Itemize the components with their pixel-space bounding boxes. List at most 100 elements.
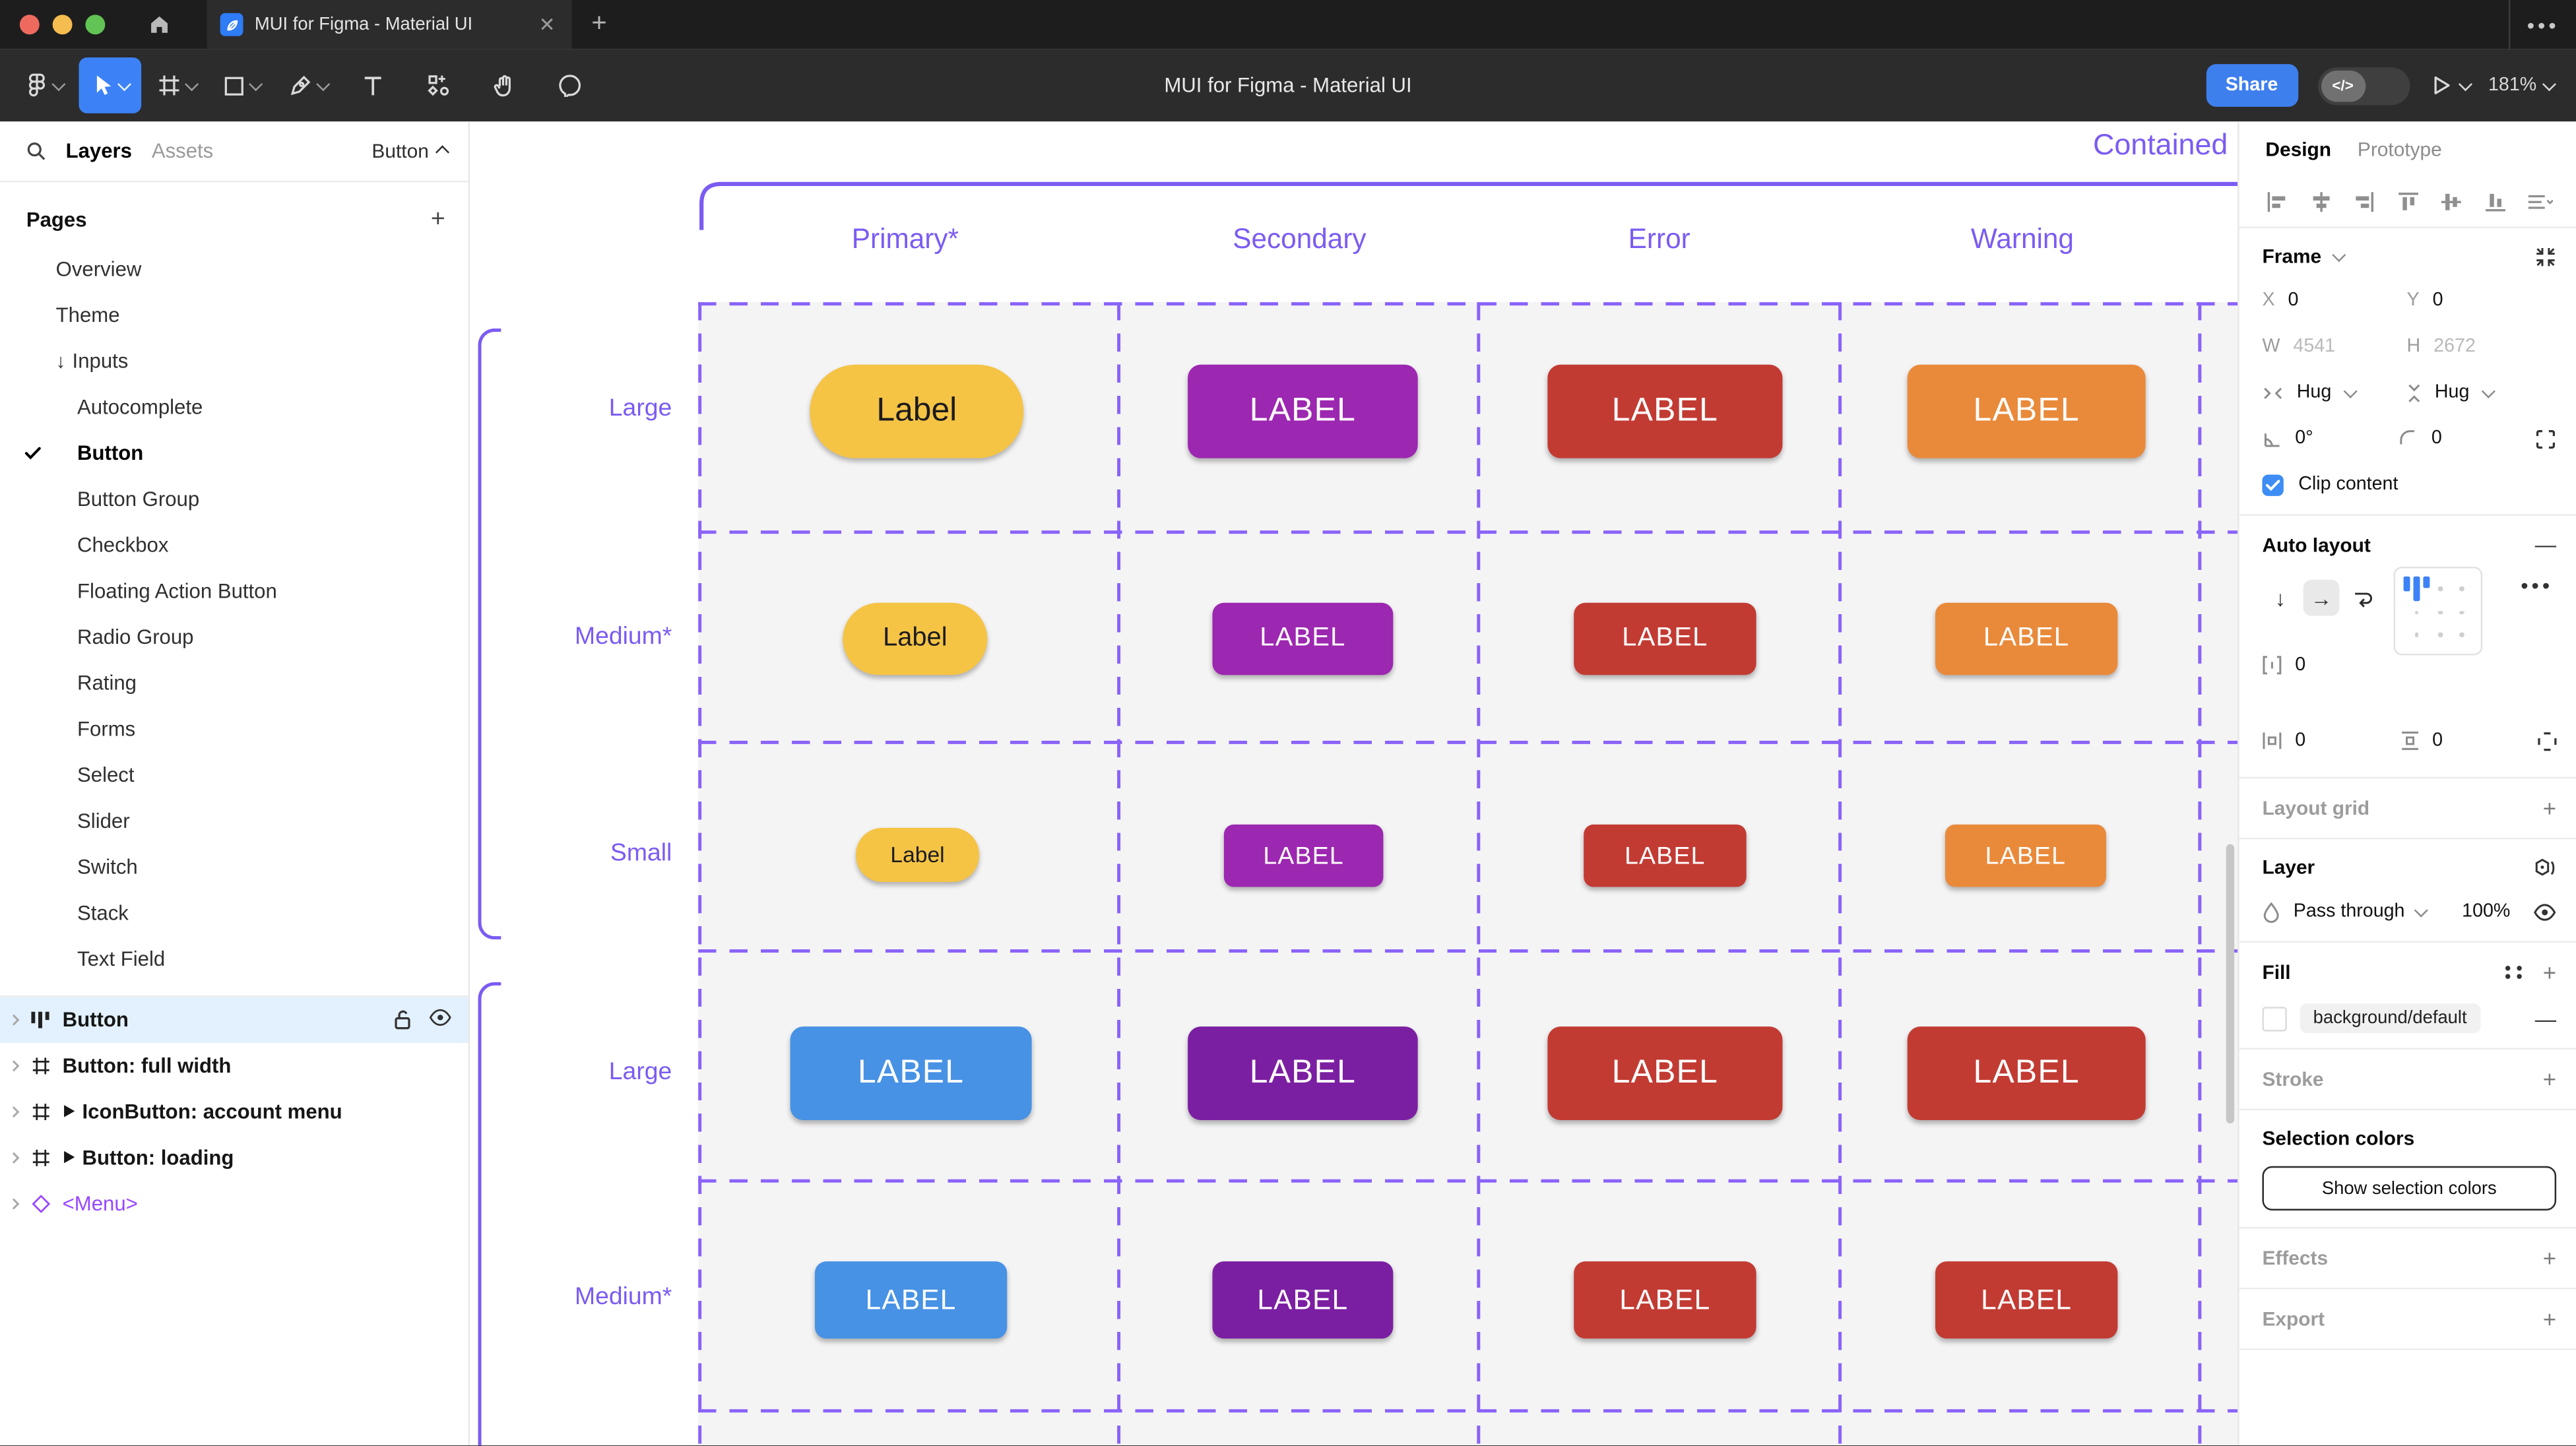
page-item-slider[interactable]: Slider: [0, 798, 468, 844]
rotation-field[interactable]: 0°: [2262, 429, 2399, 449]
vertical-resizing-dropdown[interactable]: Hug: [2407, 382, 2552, 403]
close-window-button[interactable]: [19, 15, 40, 35]
expand-chevron-icon[interactable]: [11, 1106, 20, 1119]
mui-button[interactable]: LABEL: [1547, 1026, 1783, 1121]
alignment-grid[interactable]: [2393, 566, 2483, 656]
page-item-button[interactable]: Button: [0, 430, 468, 476]
add-fill-button[interactable]: +: [2542, 959, 2557, 986]
fill-color-swatch[interactable]: [2262, 1006, 2287, 1031]
x-position-field[interactable]: X 0: [2262, 290, 2299, 311]
minimize-window-button[interactable]: [52, 15, 73, 35]
remove-fill-button[interactable]: —: [2534, 1006, 2557, 1031]
page-item-forms[interactable]: Forms: [0, 707, 468, 753]
canvas-scrollbar[interactable]: [2226, 844, 2235, 1124]
mui-button[interactable]: Label: [856, 827, 979, 883]
alignment-dot[interactable]: [2451, 601, 2472, 623]
alignment-top-left-selected[interactable]: [2403, 576, 2430, 602]
page-item-theme[interactable]: Theme: [0, 292, 468, 338]
page-item-rating[interactable]: Rating: [0, 660, 468, 707]
pen-tool-button[interactable]: [276, 57, 338, 113]
width-field[interactable]: W 4541: [2262, 336, 2336, 357]
add-page-button[interactable]: +: [430, 205, 445, 234]
frame-type-chevron-icon[interactable]: [2332, 248, 2346, 263]
eye-icon[interactable]: [429, 1009, 452, 1032]
tidy-up-icon[interactable]: [2527, 191, 2554, 214]
clip-content-checkbox[interactable]: [2262, 474, 2284, 495]
frame-section-title[interactable]: Frame: [2262, 244, 2322, 268]
chevron-down-icon[interactable]: [51, 77, 66, 92]
horizontal-padding-field[interactable]: 0: [2262, 731, 2399, 751]
align-h-center-icon[interactable]: [2309, 191, 2332, 214]
new-tab-button[interactable]: +: [591, 9, 607, 38]
shape-tool-button[interactable]: [210, 57, 273, 113]
mui-button[interactable]: LABEL: [1574, 1261, 1756, 1339]
layer-row[interactable]: <Menu>: [0, 1181, 468, 1227]
remove-auto-layout-button[interactable]: —: [2534, 532, 2557, 557]
close-tab-icon[interactable]: ✕: [538, 13, 556, 36]
mui-button[interactable]: LABEL: [1584, 824, 1747, 887]
text-tool-button[interactable]: [342, 57, 404, 113]
zoom-window-button[interactable]: [85, 15, 106, 35]
file-tab[interactable]: MUI for Figma - Material UI ✕: [207, 0, 572, 49]
mui-button[interactable]: LABEL: [814, 1261, 1008, 1339]
individual-padding-icon[interactable]: [2536, 730, 2558, 751]
mui-button[interactable]: Label: [843, 602, 988, 676]
page-item-overview[interactable]: Overview: [0, 246, 468, 292]
alignment-dot[interactable]: [2404, 623, 2430, 646]
layer-row[interactable]: Button: full width: [0, 1043, 468, 1089]
expand-chevron-icon[interactable]: [11, 1059, 20, 1073]
tab-assets[interactable]: Assets: [151, 139, 214, 163]
add-stroke-button[interactable]: +: [2542, 1065, 2557, 1092]
mui-button[interactable]: LABEL: [1212, 602, 1394, 676]
tab-layers[interactable]: Layers: [65, 139, 132, 163]
corner-radius-field[interactable]: 0: [2399, 429, 2535, 449]
page-item-switch[interactable]: Switch: [0, 844, 468, 891]
expand-chevron-icon[interactable]: [11, 1013, 20, 1026]
add-effect-button[interactable]: +: [2542, 1245, 2557, 1272]
add-layout-grid-button[interactable]: +: [2542, 795, 2557, 821]
mui-button[interactable]: LABEL: [1212, 1261, 1394, 1339]
mui-button[interactable]: Label: [810, 364, 1024, 458]
main-menu-button[interactable]: [13, 57, 76, 113]
alignment-dot[interactable]: [2451, 623, 2472, 646]
layer-row[interactable]: Button: loading: [0, 1135, 468, 1181]
search-icon[interactable]: [26, 141, 46, 161]
fill-style-chip[interactable]: background/default: [2300, 1003, 2480, 1034]
mui-button[interactable]: LABEL: [1907, 364, 2146, 458]
window-overflow-menu[interactable]: •••: [2527, 12, 2560, 38]
actions-tool-button[interactable]: [407, 57, 470, 113]
expand-chevron-icon[interactable]: [11, 1197, 20, 1210]
move-tool-button[interactable]: [79, 57, 142, 113]
alignment-dot[interactable]: [2430, 601, 2451, 623]
gap-field[interactable]: 0: [2262, 652, 2377, 678]
mui-button[interactable]: LABEL: [1907, 1026, 2146, 1121]
height-field[interactable]: H 2672: [2406, 336, 2476, 357]
mui-button[interactable]: LABEL: [1935, 1261, 2118, 1339]
blend-mode-value[interactable]: Pass through: [2293, 901, 2405, 922]
page-item-select[interactable]: Select: [0, 752, 468, 798]
mui-button[interactable]: LABEL: [1945, 824, 2106, 887]
align-bottom-icon[interactable]: [2483, 191, 2506, 214]
tab-design[interactable]: Design: [2265, 138, 2332, 162]
chevron-down-icon[interactable]: [183, 77, 198, 92]
horizontal-resizing-dropdown[interactable]: Hug: [2262, 383, 2406, 402]
layout-wrap-button[interactable]: [2344, 580, 2381, 616]
expand-chevron-icon[interactable]: [11, 1151, 20, 1164]
mui-button[interactable]: LABEL: [1188, 1026, 1418, 1121]
present-options-chevron-icon[interactable]: [2457, 77, 2472, 92]
zoom-menu[interactable]: 181%: [2488, 76, 2557, 95]
vertical-padding-field[interactable]: 0: [2399, 731, 2536, 751]
page-item-autocomplete[interactable]: Autocomplete: [0, 385, 468, 431]
page-item-text-field[interactable]: Text Field: [0, 936, 468, 982]
alignment-dot[interactable]: [2451, 577, 2472, 601]
share-button[interactable]: Share: [2205, 64, 2298, 107]
styles-icon[interactable]: [2505, 965, 2523, 980]
show-selection-colors-button[interactable]: Show selection colors: [2262, 1166, 2557, 1210]
dev-mode-toggle[interactable]: </>: [2317, 66, 2410, 105]
alignment-dot[interactable]: [2430, 577, 2451, 601]
page-item-stack[interactable]: Stack: [0, 890, 468, 936]
layer-row[interactable]: Button: [0, 997, 468, 1044]
mui-button[interactable]: LABEL: [1935, 602, 2118, 676]
layout-vertical-button[interactable]: ↓: [2274, 585, 2286, 610]
